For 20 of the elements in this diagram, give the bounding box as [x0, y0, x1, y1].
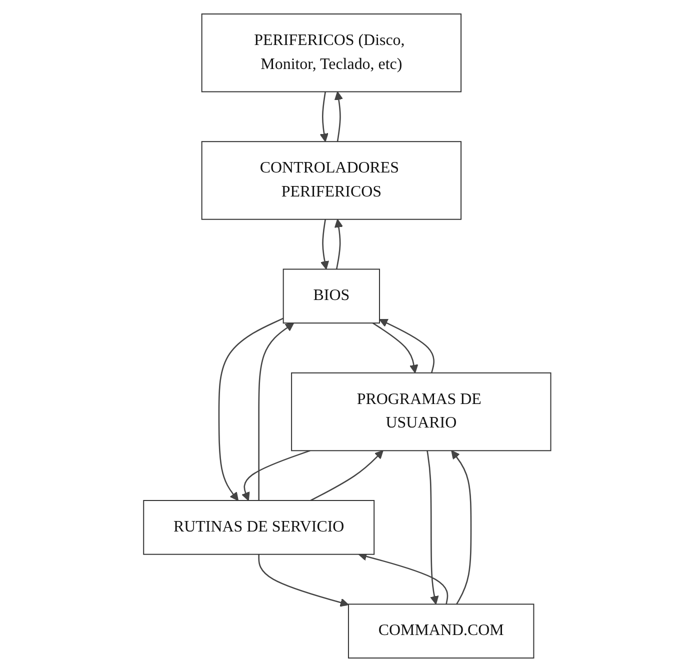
arrow	[218, 318, 284, 501]
arrow	[450, 450, 472, 604]
node-box: CONTROLADORES PERIFERICOS	[201, 141, 462, 220]
node-box: RUTINAS DE SERVICIO	[142, 500, 374, 555]
arrow	[426, 450, 439, 605]
node-box: BIOS	[282, 268, 380, 324]
arrow	[320, 92, 328, 142]
arrow	[358, 552, 448, 604]
node-box: COMMAND.COM	[348, 604, 534, 659]
arrow	[258, 554, 349, 607]
node-box: PROGRAMAS DE USUARIO	[290, 372, 552, 452]
arrow	[372, 322, 418, 374]
arrow	[310, 450, 384, 502]
node-box: PERIFERICOS (Disco, Monitor, Teclado, etc)	[201, 13, 462, 92]
arrow	[320, 219, 329, 270]
arrow	[334, 218, 343, 270]
arrow	[378, 318, 434, 374]
arrow	[258, 322, 294, 500]
arrow	[334, 91, 343, 142]
arrow	[241, 450, 310, 501]
